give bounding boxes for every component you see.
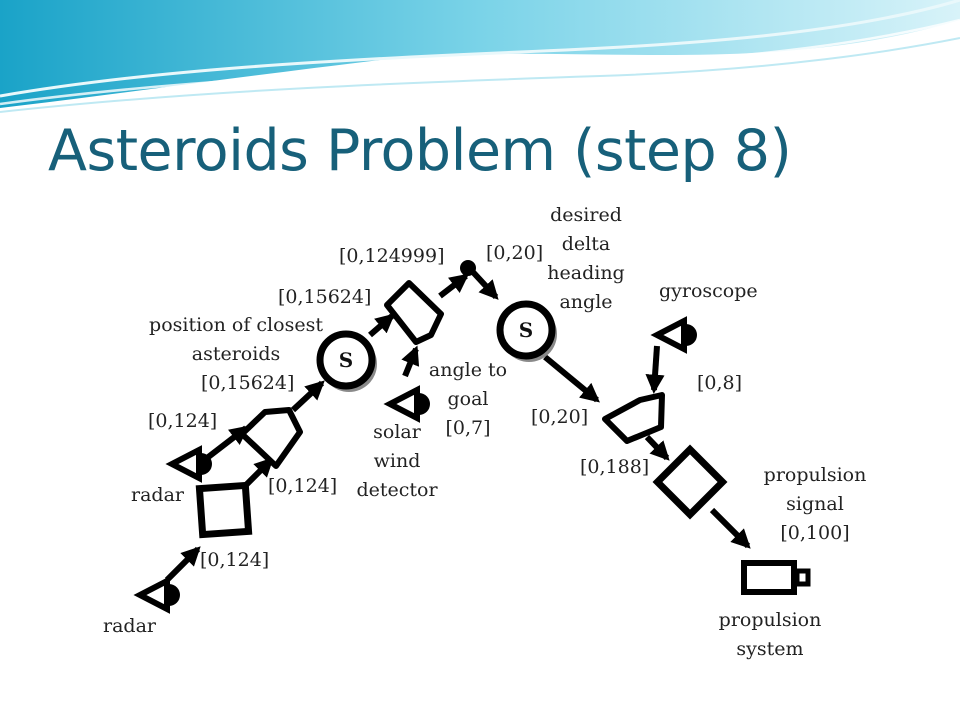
subtract-operator-lower [602,392,665,444]
label-position-closest: position of closest asteroids [149,314,323,365]
wire-solar-to-sub [401,345,420,378]
solar-wind-sensor [390,390,430,418]
radar-upper-sensor [172,450,212,478]
label-range-20-mid: [0,20] [531,406,589,428]
wire-sum2-to-sub2 [543,354,600,403]
connection-wires [164,268,751,583]
sum-symbol-1: S [338,348,354,372]
subtract-operator [384,280,444,345]
gyroscope-sensor [657,321,697,349]
sum-node-1 [316,330,377,392]
label-range-124-bottom: [0,124] [200,549,270,571]
label-range-15624-upper: [0,15624] [278,286,372,308]
label-range-124-left: [0,124] [148,410,218,432]
wire-sum1-to-sub [368,313,395,338]
wire-max-to-sum1 [290,380,325,413]
label-range-8: [0,8] [697,372,743,394]
label-gyroscope: gyroscope [659,280,758,302]
label-radar-lower: radar [103,615,156,637]
wire-gyro-to-sub2 [645,345,665,394]
label-range-20-top: [0,20] [486,242,544,264]
label-range-124999: [0,124999] [339,245,445,267]
square-box-lower [195,481,253,539]
propulsion-system-icon [741,560,811,595]
sum-symbol-2: S [518,318,534,342]
square-box-right [652,444,728,520]
label-range-124-mid: [0,124] [268,475,338,497]
label-radar-upper: radar [131,484,184,506]
label-propulsion-signal: propulsion signal [0,100] [763,464,867,544]
wire-sub-to-split [438,273,470,299]
wire-box2-to-propulsion [709,507,751,549]
wire-sub2-to-box2 [644,434,670,461]
wire-radar-lower-to-box [164,546,201,583]
label-propulsion-system: propulsion system [718,609,822,660]
label-desired-delta-heading: desired delta heading angle [547,204,625,313]
wire-split-to-sum2 [469,268,499,300]
radar-lower-sensor [140,581,180,609]
label-range-15624-lower: [0,15624] [201,372,295,394]
label-solar-wind-detector: solar wind detector [356,421,438,501]
sum-node-2 [496,300,557,362]
label-angle-to-goal: angle to goal [0,7] [428,359,508,439]
label-range-188: [0,188] [580,456,650,478]
slide-title: Asteroids Problem (step 8) [48,118,792,184]
header-wave-decoration [0,0,960,113]
split-node [460,260,476,276]
max-operator [239,407,303,469]
